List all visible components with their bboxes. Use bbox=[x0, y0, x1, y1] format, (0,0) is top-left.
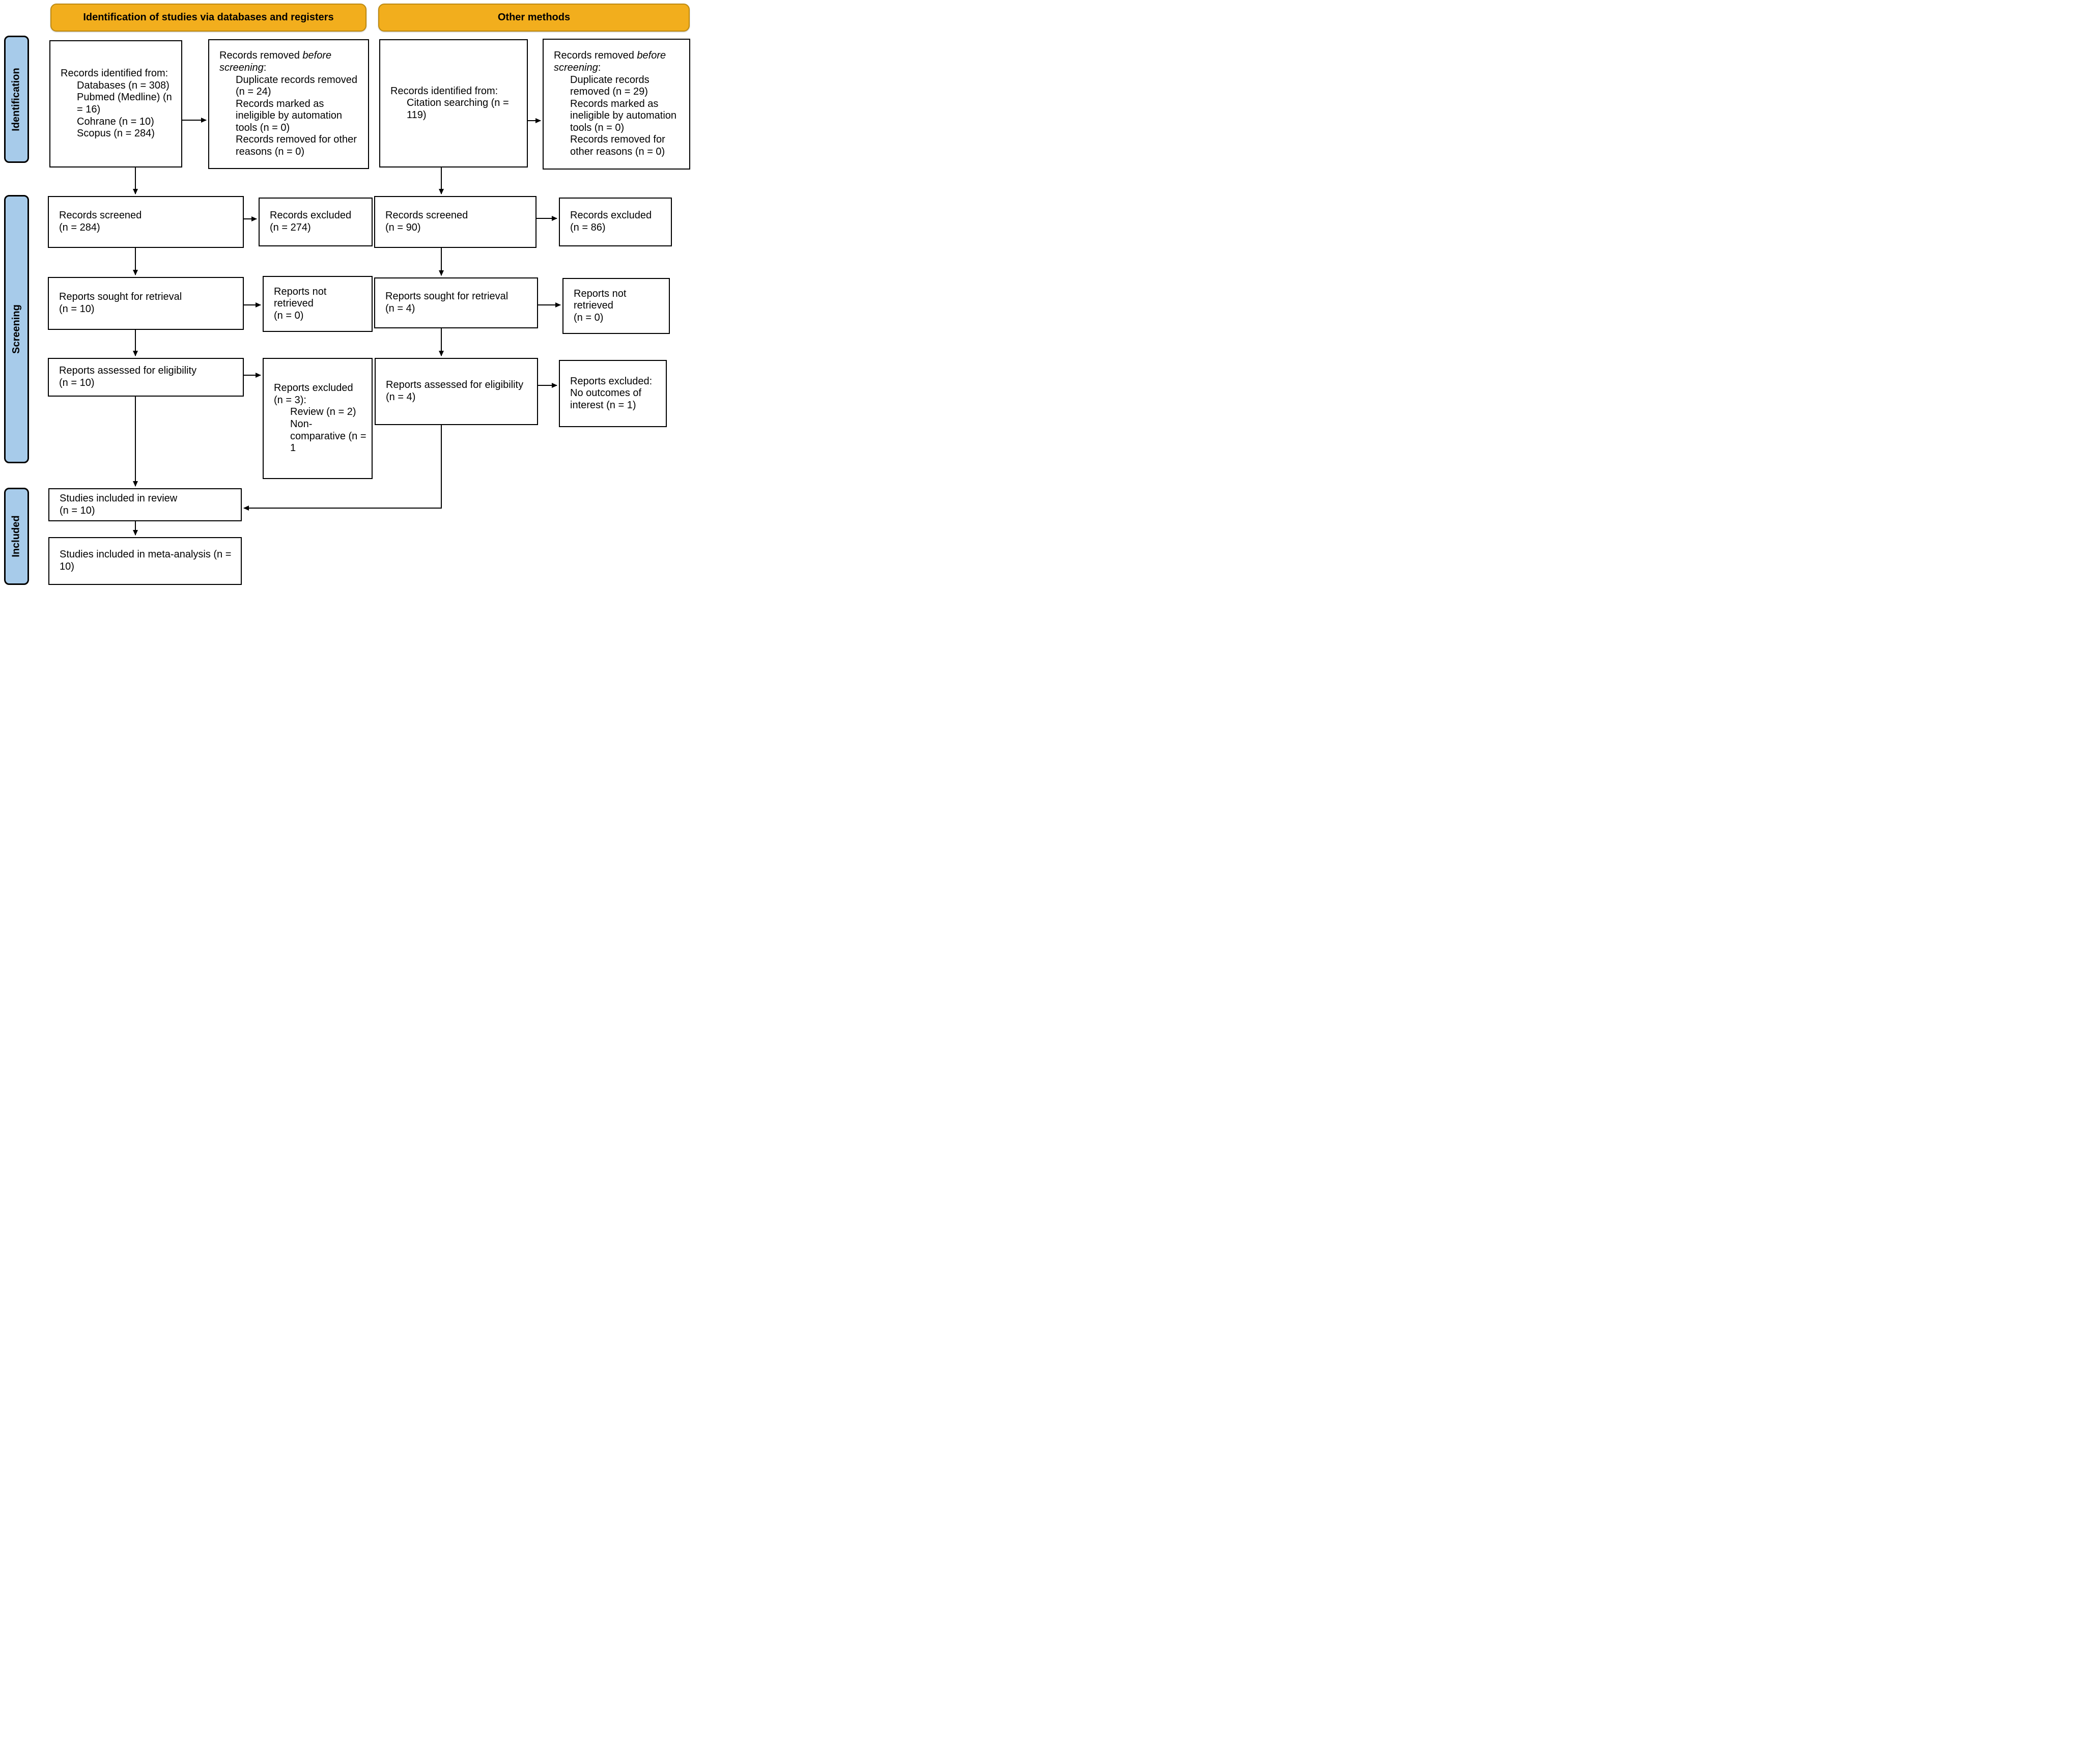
header-databases-registers-label: Identification of studies via databases … bbox=[83, 12, 334, 23]
list-item: Non-comparative (n = 1 bbox=[290, 418, 366, 454]
box-records-screened-other: Records screened (n = 90) bbox=[374, 196, 537, 248]
box-records-excluded-databases: Records excluded (n = 274) bbox=[259, 198, 373, 246]
box-reports-sought-databases: Reports sought for retrieval (n = 10) bbox=[48, 277, 244, 330]
box-reports-sought-other: Reports sought for retrieval (n = 4) bbox=[374, 277, 538, 328]
box-reports-excluded-databases: Reports excluded (n = 3): Review (n = 2)… bbox=[263, 358, 373, 479]
box-reports-assessed-databases: Reports assessed for eligibility (n = 10… bbox=[48, 358, 244, 397]
box-records-identified-other: Records identified from: Citation search… bbox=[379, 39, 528, 167]
box-records-removed-before-screening-databases: Records removed before screening: Duplic… bbox=[208, 39, 369, 169]
box-reports-not-retrieved-other: Reports not retrieved (n = 0) bbox=[562, 278, 670, 334]
list-item: Records marked as ineligible by automati… bbox=[236, 98, 343, 133]
list-item: Databases (n = 308) bbox=[77, 79, 170, 91]
stage-identification: Identification bbox=[4, 36, 29, 163]
list-item: Scopus (n = 284) bbox=[77, 128, 155, 139]
list-item: Duplicate records removed (n = 24) bbox=[236, 74, 357, 98]
box-reports-excluded-other: Reports excluded: No outcomes of interes… bbox=[559, 360, 667, 427]
box-reports-assessed-other: Reports assessed for eligibility (n = 4) bbox=[375, 358, 538, 425]
list-item: Records removed for other reasons (n = 0… bbox=[236, 134, 357, 158]
list-item: Review (n = 2) bbox=[290, 406, 356, 418]
box-title: Records identified from: bbox=[61, 68, 168, 79]
stage-included-label: Included bbox=[11, 515, 22, 557]
box-title: Records removed before screening: bbox=[554, 50, 666, 73]
stage-screening-label: Screening bbox=[11, 304, 22, 354]
box-records-identified-databases: Records identified from: Databases (n = … bbox=[49, 40, 182, 167]
list-item: Cohrane (n = 10) bbox=[77, 116, 154, 127]
box-title: Records identified from: bbox=[390, 85, 498, 97]
header-other-methods-label: Other methods bbox=[497, 12, 571, 23]
box-records-removed-before-screening-other: Records removed before screening: Duplic… bbox=[543, 39, 690, 170]
box-studies-included-review: Studies included in review (n = 10) bbox=[48, 488, 242, 521]
stage-screening: Screening bbox=[4, 195, 29, 463]
header-other-methods: Other methods bbox=[378, 4, 690, 32]
stage-identification-label: Identification bbox=[11, 67, 22, 131]
prisma-flow-diagram: Identification of studies via databases … bbox=[0, 0, 696, 588]
list-item: Records marked as ineligible by automati… bbox=[570, 98, 677, 133]
list-item: Records removed for other reasons (n = 0… bbox=[570, 134, 665, 158]
box-reports-not-retrieved-databases: Reports not retrieved (n = 0) bbox=[263, 276, 373, 332]
stage-included: Included bbox=[4, 488, 29, 585]
box-records-screened-databases: Records screened (n = 284) bbox=[48, 196, 244, 248]
list-item: Pubmed (Medline) (n = 16) bbox=[77, 92, 172, 115]
box-records-excluded-other: Records excluded (n = 86) bbox=[559, 198, 672, 246]
header-databases-registers: Identification of studies via databases … bbox=[50, 4, 366, 32]
list-item: Duplicate records removed (n = 29) bbox=[570, 74, 650, 98]
list-item: Citation searching (n = 119) bbox=[407, 97, 509, 121]
box-studies-included-meta-analysis: Studies included in meta-analysis (n = 1… bbox=[48, 537, 242, 585]
box-title: Records removed before screening: bbox=[219, 50, 332, 73]
